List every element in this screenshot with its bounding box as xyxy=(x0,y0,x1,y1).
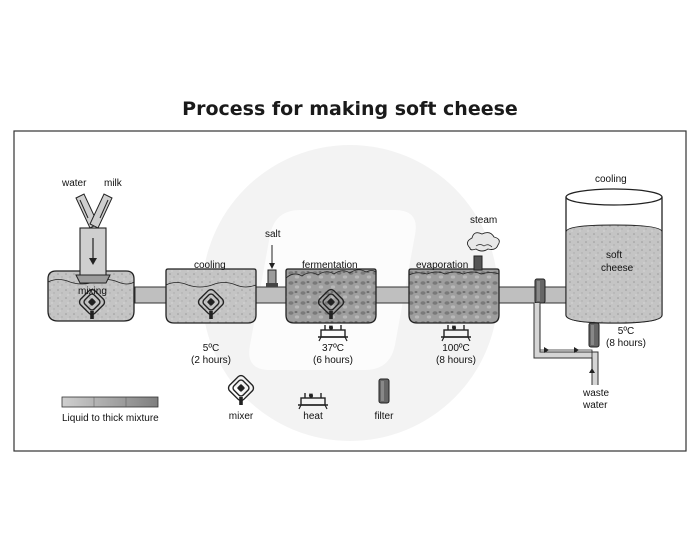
soft-cheese-label-2: cheese xyxy=(601,263,634,274)
inlet-funnel xyxy=(75,193,113,284)
fermentation-time: (6 hours) xyxy=(313,355,353,366)
evaporation-label: evaporation xyxy=(416,260,468,271)
water-label: water xyxy=(61,178,87,189)
waste-water-label-2: water xyxy=(582,400,608,411)
milk-label: milk xyxy=(104,178,123,189)
mixing-label: mixing xyxy=(78,286,107,297)
legend-mixer-label: mixer xyxy=(229,411,254,422)
legend: Liquid to thick mixture mixer heat filte… xyxy=(61,373,395,424)
fermentation-tank xyxy=(285,268,377,324)
legend-filter-label: filter xyxy=(375,411,395,422)
evaporation-temp: 100ºC xyxy=(442,343,470,354)
final-cooling-label: cooling xyxy=(595,174,627,185)
salt-valve xyxy=(266,245,278,287)
final-time: (8 hours) xyxy=(606,338,646,349)
filter-icon xyxy=(588,322,600,348)
final-cooling-tank xyxy=(565,188,663,324)
cooling-temp: 5ºC xyxy=(203,343,219,354)
cooling-label: cooling xyxy=(194,260,226,271)
fermentation-temp: 37ºC xyxy=(322,343,344,354)
fermentation-label: fermentation xyxy=(302,260,358,271)
filter-icon xyxy=(534,278,546,304)
evaporation-time: (8 hours) xyxy=(436,355,476,366)
legend-mixture-swatch xyxy=(61,396,159,408)
cooling-tank xyxy=(165,268,257,324)
evaporation-tank xyxy=(408,268,500,324)
final-temp: 5ºC xyxy=(618,326,634,337)
waste-pipe xyxy=(533,303,599,385)
soft-cheese-label-1: soft xyxy=(606,250,622,261)
cooling-time: (2 hours) xyxy=(191,355,231,366)
diagram-title: Process for making soft cheese xyxy=(182,98,518,120)
legend-mixture-label: Liquid to thick mixture xyxy=(62,413,159,424)
steam-outlet xyxy=(467,232,500,271)
steam-label: steam xyxy=(470,215,497,226)
legend-heat-label: heat xyxy=(303,411,323,422)
legend-filter-icon xyxy=(378,378,390,404)
waste-water-label-1: waste xyxy=(582,388,610,399)
salt-label: salt xyxy=(265,229,281,240)
